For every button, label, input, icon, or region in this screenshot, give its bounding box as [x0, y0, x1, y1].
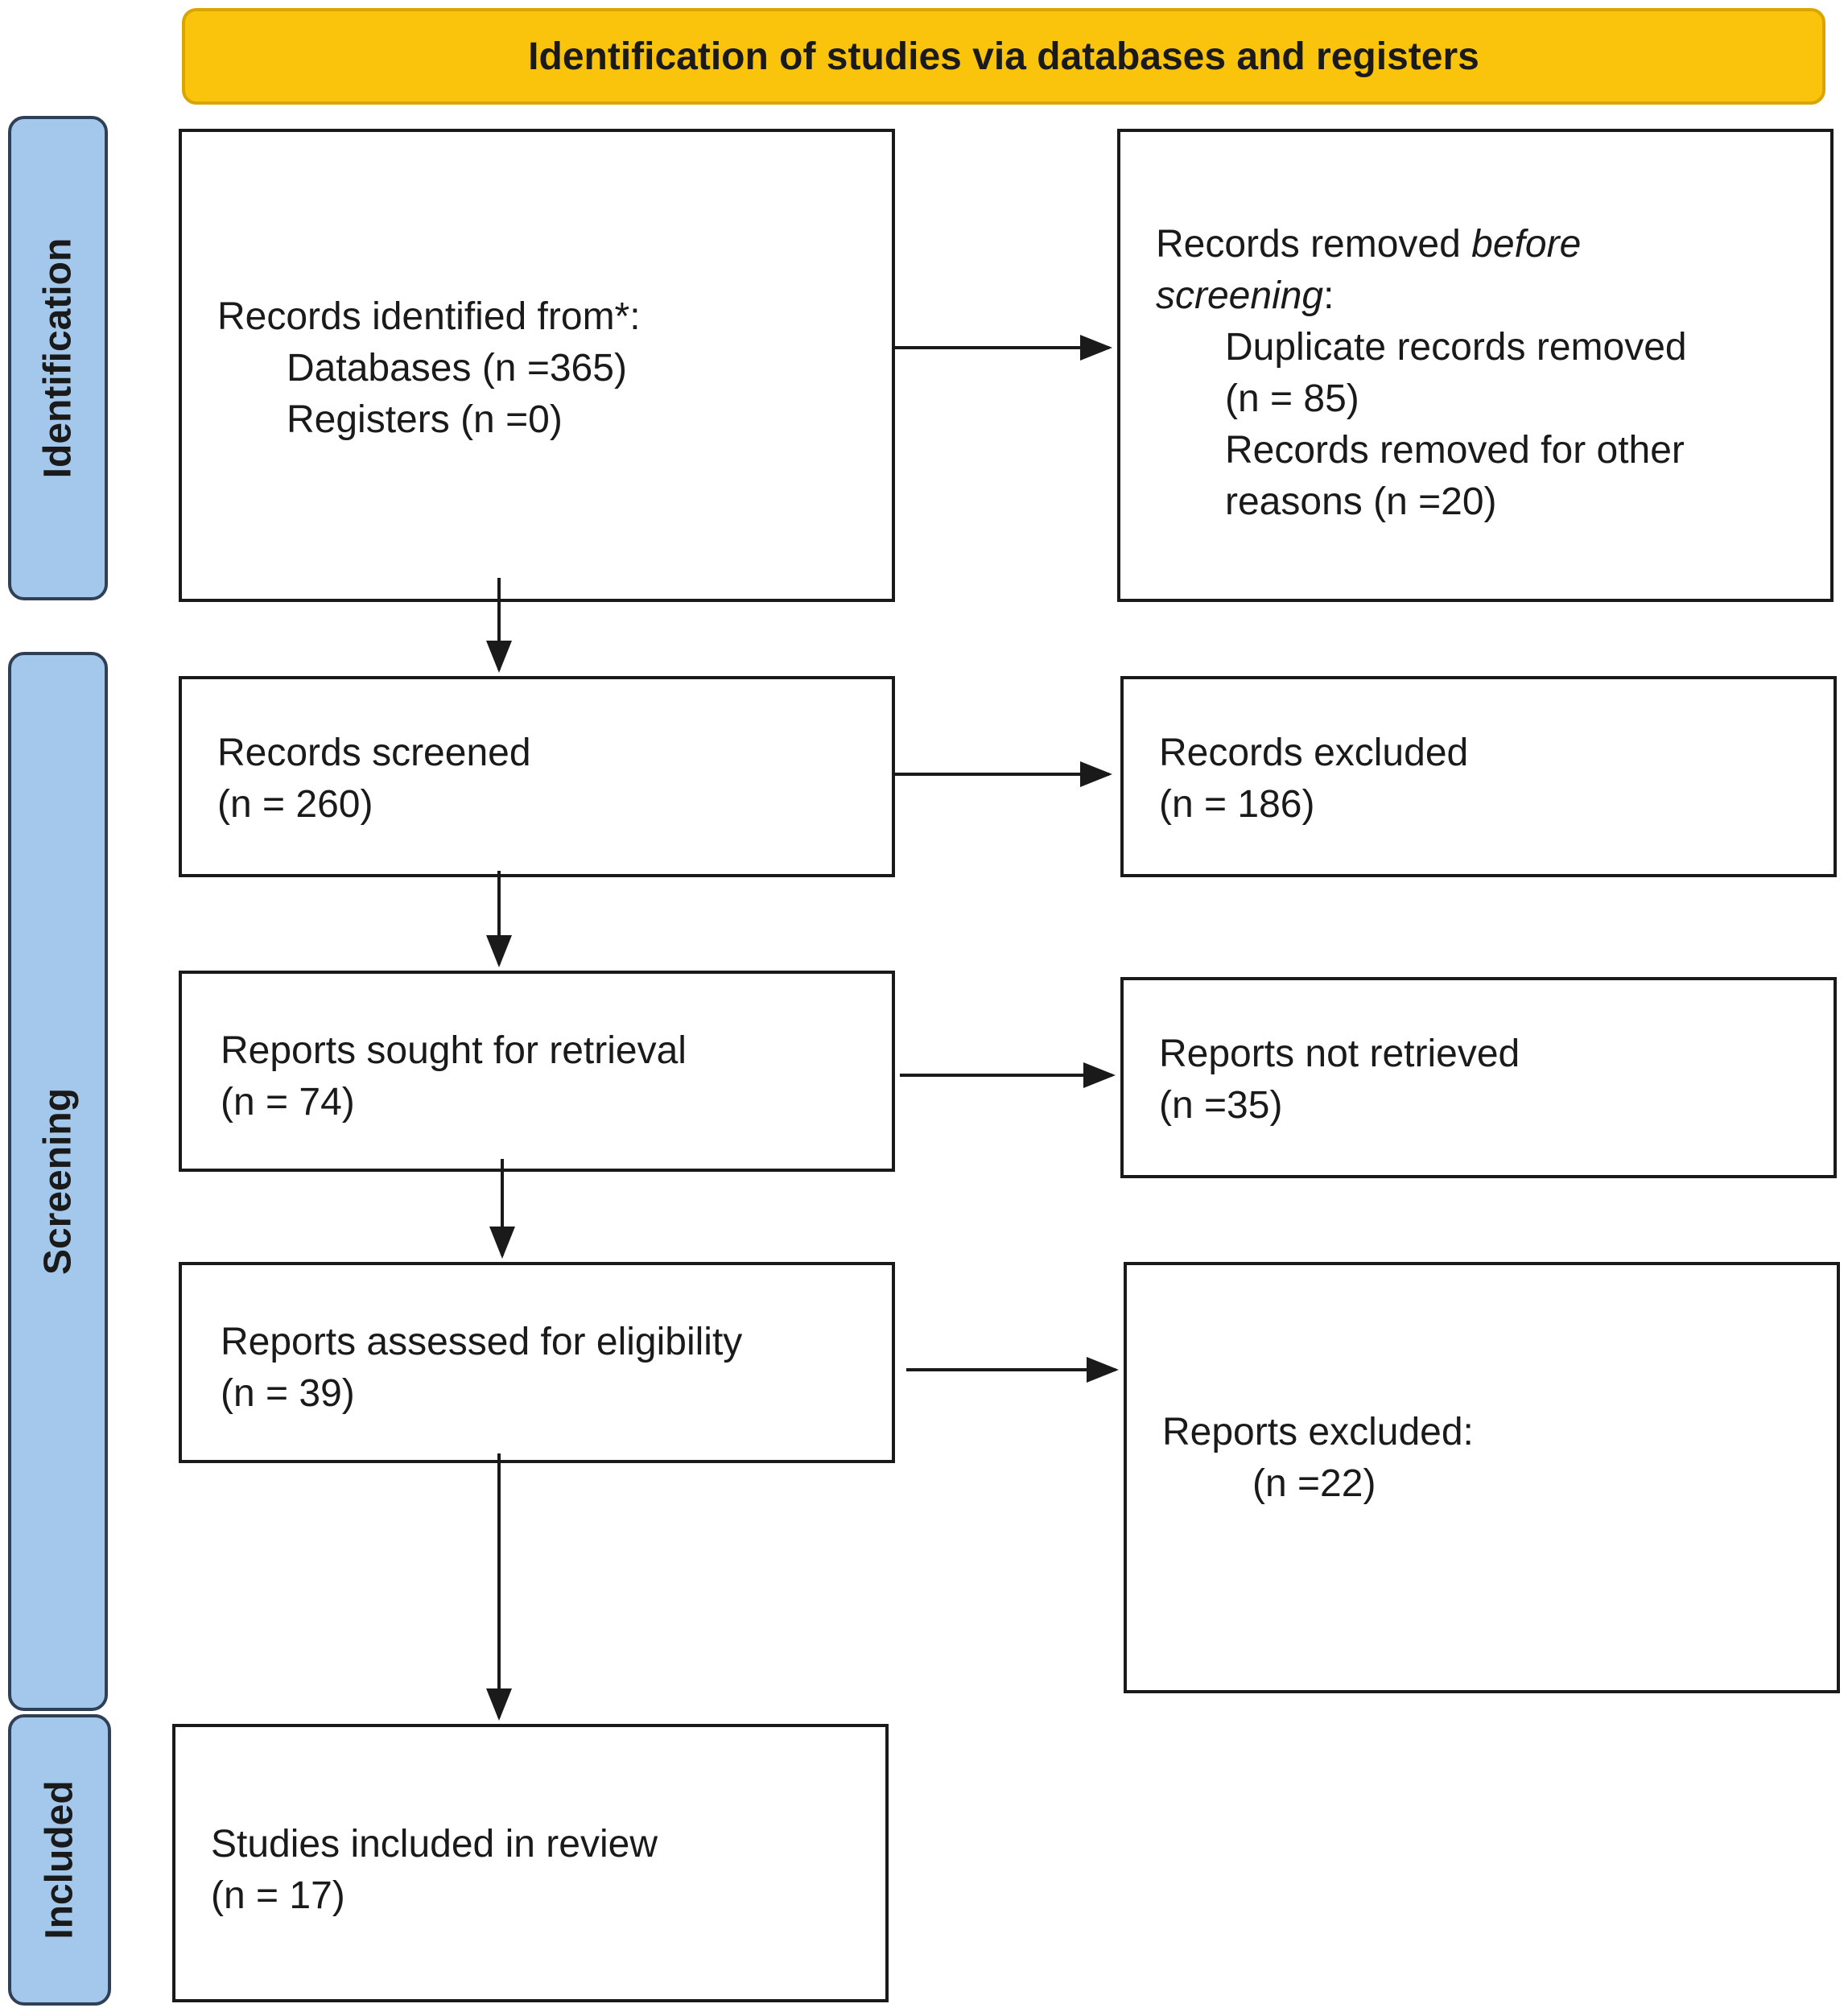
records-removed-screening: screening — [1156, 274, 1324, 317]
header-banner: Identification of studies via databases … — [182, 8, 1825, 105]
registers-count: Registers (n =0) — [287, 398, 563, 441]
header-title: Identification of studies via databases … — [528, 35, 1479, 78]
reports-sought-label: Reports sought for retrieval — [221, 1029, 687, 1072]
reports-excluded-count: (n =22) — [1252, 1462, 1376, 1505]
records-removed-box: Records removed before screening: Duplic… — [1117, 129, 1834, 602]
records-screened-box: Records screened (n = 260) — [179, 676, 895, 877]
databases-count: Databases (n =365) — [287, 347, 627, 390]
reports-assessed-label: Reports assessed for eligibility — [221, 1321, 743, 1363]
reports-not-retrieved-count: (n =35) — [1159, 1084, 1283, 1127]
records-excluded-box: Records excluded (n = 186) — [1120, 676, 1837, 877]
records-identified-title: Records identified from*: — [217, 295, 641, 338]
other-reasons-count: reasons (n =20) — [1225, 480, 1497, 523]
phase-screening: Screening — [8, 652, 108, 1711]
reports-not-retrieved-label: Reports not retrieved — [1159, 1033, 1520, 1075]
studies-included-box: Studies included in review (n = 17) — [172, 1724, 889, 2002]
reports-excluded-box: Reports excluded: (n =22) — [1124, 1262, 1840, 1693]
duplicate-records-label: Duplicate records removed — [1225, 326, 1687, 369]
records-removed-prefix: Records removed — [1156, 223, 1472, 266]
phase-included: Included — [8, 1714, 111, 2006]
reports-assessed-count: (n = 39) — [221, 1372, 355, 1415]
reports-not-retrieved-box: Reports not retrieved (n =35) — [1120, 977, 1837, 1178]
reports-assessed-box: Reports assessed for eligibility (n = 39… — [179, 1262, 895, 1463]
records-excluded-label: Records excluded — [1159, 732, 1469, 774]
records-removed-title: Records removed before — [1156, 219, 1687, 270]
studies-included-label: Studies included in review — [211, 1823, 658, 1866]
phase-identification: Identification — [8, 116, 108, 600]
records-excluded-count: (n = 186) — [1159, 783, 1315, 826]
records-identified-box: Records identified from*: Databases (n =… — [179, 129, 895, 602]
records-removed-before: before — [1471, 223, 1582, 266]
duplicate-records-count: (n = 85) — [1225, 377, 1359, 420]
records-removed-colon: : — [1323, 274, 1334, 317]
records-screened-count: (n = 260) — [217, 783, 373, 826]
reports-excluded-label: Reports excluded: — [1162, 1411, 1474, 1453]
other-reasons-label: Records removed for other — [1225, 429, 1685, 472]
reports-sought-box: Reports sought for retrieval (n = 74) — [179, 971, 895, 1172]
reports-sought-count: (n = 74) — [221, 1081, 355, 1124]
records-screened-label: Records screened — [217, 732, 531, 774]
studies-included-count: (n = 17) — [211, 1874, 345, 1917]
